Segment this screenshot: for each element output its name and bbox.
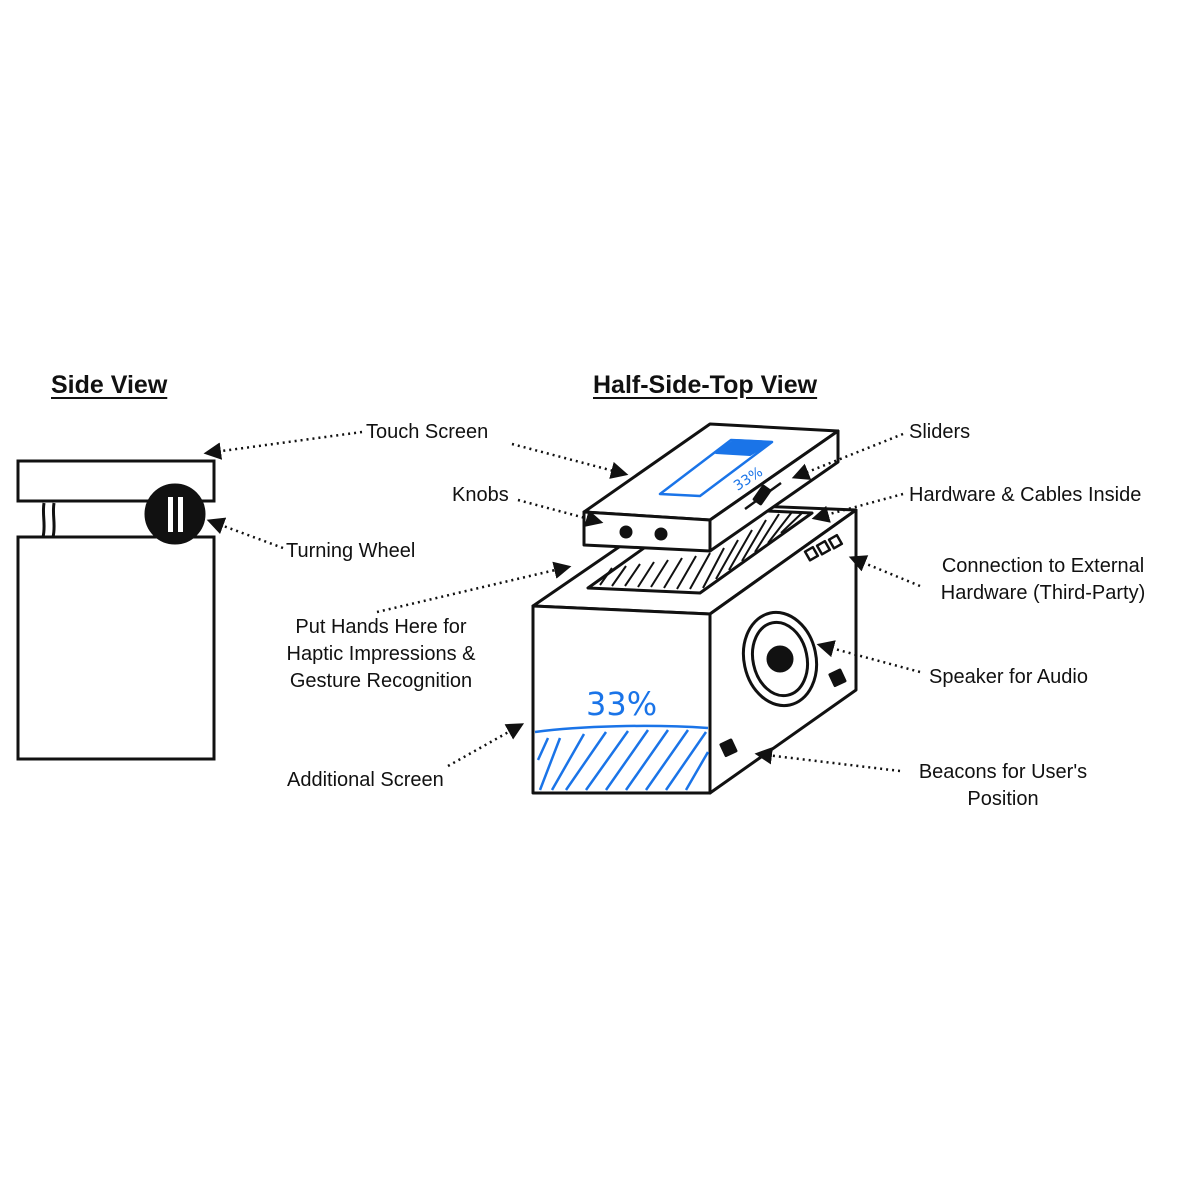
slider-icon — [744, 481, 782, 511]
lid-right-face — [708, 429, 840, 553]
hardware-cables-label: Hardware & Cables Inside — [909, 484, 1142, 506]
connection-label-line: Connection to External — [941, 555, 1145, 577]
knob-icon — [619, 525, 633, 539]
speaker-label: Speaker for Audio — [929, 666, 1088, 688]
beacons-label-line: Position — [967, 788, 1039, 810]
side-view-drawing — [16, 459, 216, 761]
put-hands-label-line: Put Hands Here for — [295, 616, 467, 638]
beacons-label: Beacons for User's Position — [900, 759, 1106, 813]
side-view-base — [16, 535, 216, 761]
hand-opening-hatch — [599, 511, 804, 590]
arrow-additional-screen — [447, 723, 525, 768]
lid-drawing: 33% — [582, 422, 840, 553]
knobs-label: Knobs — [452, 484, 509, 506]
arrow-touch-screen-side — [203, 430, 363, 460]
front-screen-fill — [534, 724, 710, 791]
side-view-cables — [41, 502, 56, 538]
put-hands-label-line: Gesture Recognition — [289, 670, 473, 692]
half-side-top-view-heading: Half-Side-Top View — [593, 371, 818, 399]
touch-screen-fill — [715, 439, 773, 456]
lid-front-face — [582, 510, 712, 553]
connection-label: Connection to External Hardware (Third-P… — [922, 553, 1164, 607]
additional-screen-label: Additional Screen — [287, 769, 444, 791]
turning-wheel-label: Turning Wheel — [286, 540, 416, 562]
beacons-label-line: Beacons for User's — [918, 761, 1088, 783]
touch-screen-label: Touch Screen — [366, 421, 489, 443]
beacon-icon — [719, 738, 738, 758]
callout-arrows — [203, 430, 921, 773]
arrow-put-hands — [376, 561, 572, 614]
arrow-connection — [848, 555, 921, 588]
side-view-lid — [16, 459, 216, 503]
put-hands-label: Put Hands Here for Haptic Impressions & … — [270, 614, 492, 695]
side-view-heading: Side View — [51, 371, 168, 399]
knob-icon — [654, 527, 668, 541]
turning-wheel-icon — [144, 483, 206, 545]
arrow-sliders — [791, 432, 904, 480]
sliders-label: Sliders — [909, 421, 971, 443]
beacon-icon — [828, 668, 847, 688]
arrow-touch-screen-top — [511, 442, 629, 479]
connection-ports-icon — [803, 533, 844, 562]
arrow-knobs — [517, 498, 604, 527]
arrow-beacons — [754, 746, 901, 773]
front-screen-percent: 33% — [586, 685, 657, 723]
speaker-icon — [741, 610, 819, 708]
arrow-turning-wheel — [206, 517, 284, 550]
put-hands-label-line: Haptic Impressions & — [286, 643, 476, 665]
connection-label-line: Hardware (Third-Party) — [940, 582, 1146, 604]
